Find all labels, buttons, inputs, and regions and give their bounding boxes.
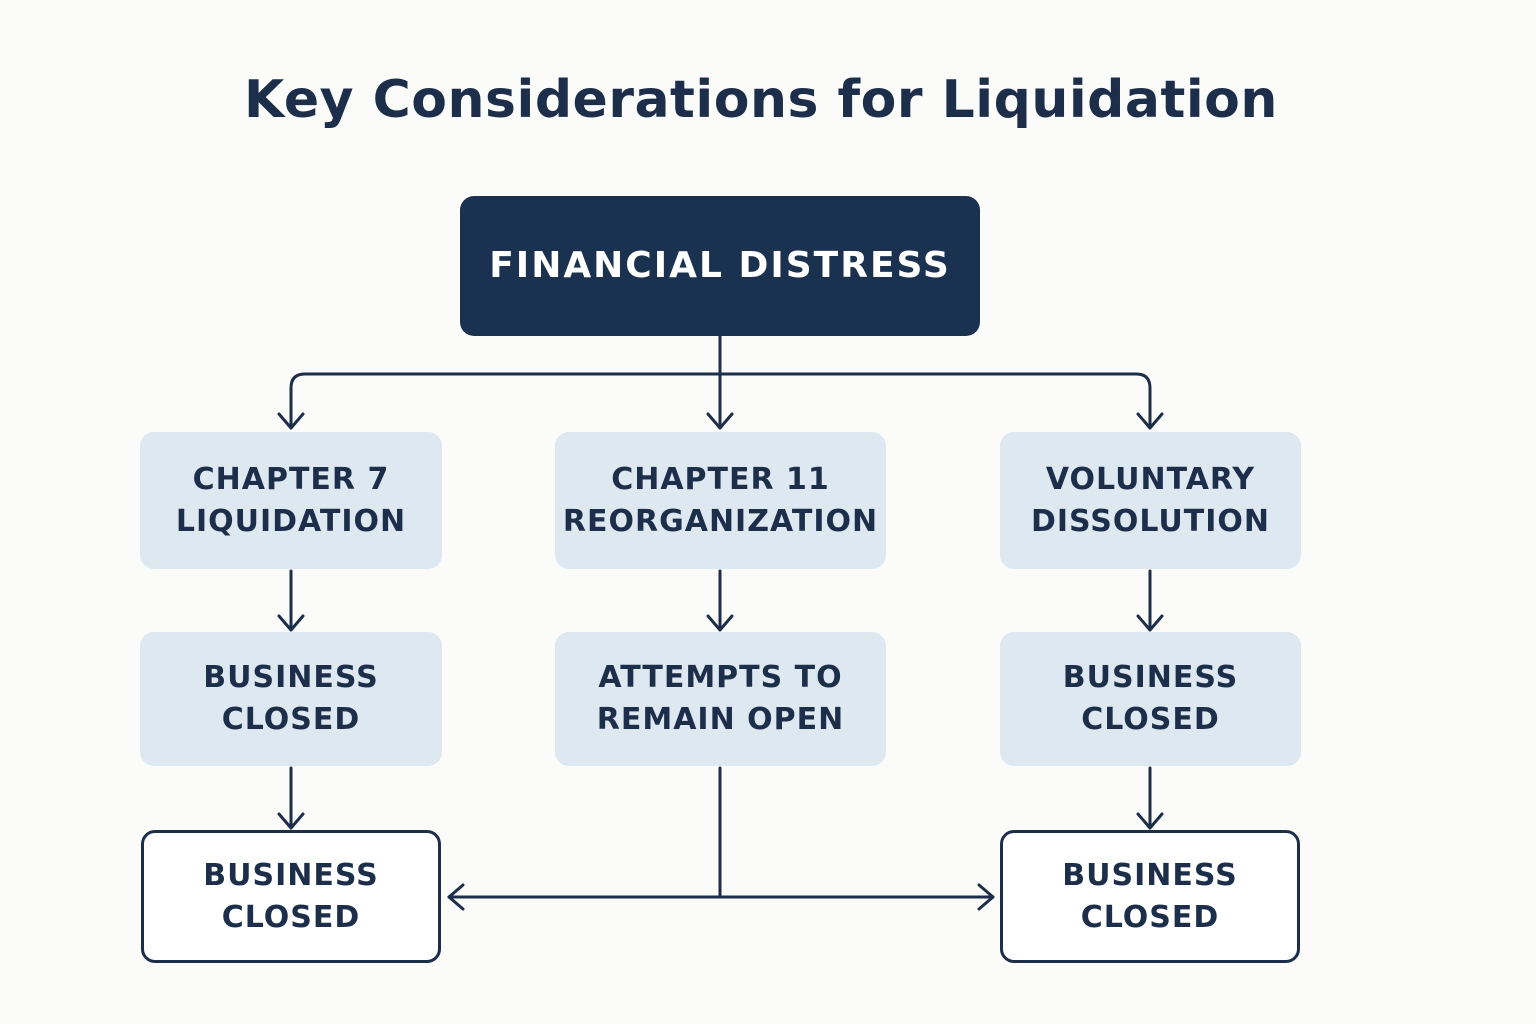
node-attempts-line-1: ATTEMPTS TO	[598, 660, 843, 695]
node-chapter-7-result-line-1: BUSINESS	[203, 660, 379, 695]
diagram-title: Key Considerations for Liquidation	[244, 70, 1278, 130]
node-chapter-11-reorganization: CHAPTER 11 REORGANIZATION	[555, 432, 886, 569]
edge-root-branch	[289, 372, 1152, 430]
node-final-business-closed-left: BUSINESS CLOSED	[141, 830, 441, 963]
node-final-left-line-1: BUSINESS	[203, 857, 379, 893]
node-chapter-7-liquidation: CHAPTER 7 LIQUIDATION	[140, 432, 442, 569]
node-voluntary-line-2: DISSOLUTION	[1030, 503, 1271, 539]
node-voluntary-result-line-2: CLOSED	[1081, 702, 1220, 737]
arrowhead-chapter11-attempts	[706, 614, 734, 632]
node-chapter-7-line-1: CHAPTER 7	[192, 461, 390, 497]
arrowhead-final-right-top	[1136, 812, 1164, 830]
node-attempts-line-2: REMAIN OPEN	[596, 702, 845, 737]
node-chapter-11-line-2: REORGANIZATION	[562, 503, 879, 539]
arrowhead-final-right-side	[977, 883, 995, 911]
node-chapter-7-result-line-2: CLOSED	[221, 702, 361, 737]
node-voluntary-line-1: VOLUNTARY	[1045, 461, 1256, 497]
node-final-left-line-2: CLOSED	[221, 899, 361, 935]
node-final-right-line-2: CLOSED	[1080, 899, 1220, 935]
arrowhead-final-left-side	[447, 883, 465, 911]
node-financial-distress: FINANCIAL DISTRESS	[460, 196, 980, 336]
arrowhead-chapter7	[277, 412, 305, 430]
node-voluntary-business-closed: BUSINESS CLOSED	[1000, 632, 1301, 766]
node-chapter-11-line-1: CHAPTER 11	[611, 461, 830, 497]
node-chapter-7-business-closed: BUSINESS CLOSED	[140, 632, 442, 766]
node-final-right-line-1: BUSINESS	[1062, 857, 1238, 893]
arrowhead-chapter11	[706, 412, 734, 430]
node-voluntary-dissolution: VOLUNTARY DISSOLUTION	[1000, 432, 1301, 569]
node-chapter-7-line-2: LIQUIDATION	[175, 503, 407, 539]
node-final-business-closed-right: BUSINESS CLOSED	[1000, 830, 1300, 963]
node-voluntary-result-line-1: BUSINESS	[1062, 660, 1239, 695]
arrowhead-final-left-top	[277, 812, 305, 830]
arrowhead-chapter7-closed	[277, 614, 305, 632]
arrowhead-voluntary	[1136, 412, 1164, 430]
node-attempts-to-remain-open: ATTEMPTS TO REMAIN OPEN	[555, 632, 886, 766]
node-financial-distress-line-1: FINANCIAL DISTRESS	[489, 245, 951, 286]
arrowhead-voluntary-closed	[1136, 614, 1164, 632]
